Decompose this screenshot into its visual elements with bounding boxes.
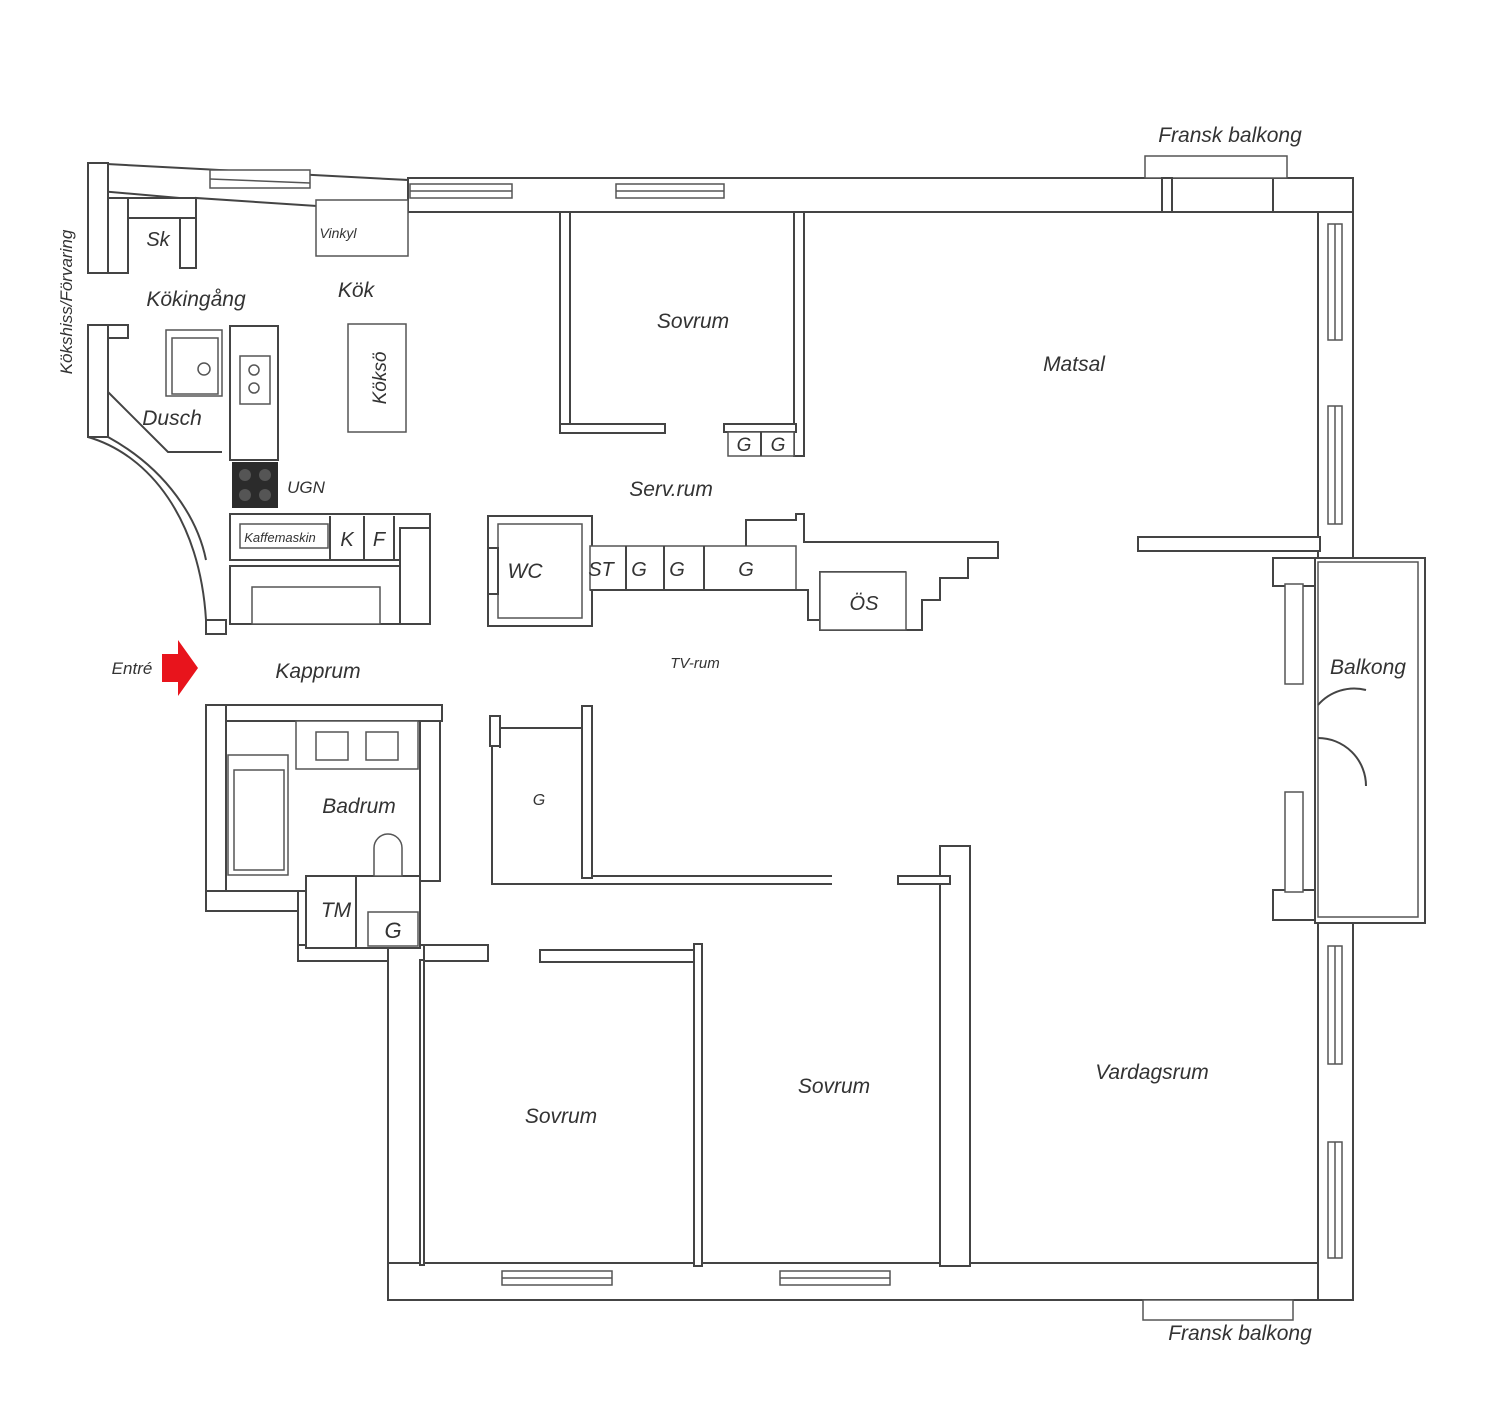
label-fransk-balkong-top: Fransk balkong bbox=[1158, 124, 1302, 147]
label-sovrum-left: Sovrum bbox=[525, 1105, 597, 1128]
label-g-mid-3: G bbox=[738, 559, 754, 581]
room-labels: Fransk balkong Fransk balkong Kökshiss/F… bbox=[57, 124, 1406, 1345]
label-g-bath: G bbox=[384, 918, 401, 943]
label-g-top-1: G bbox=[737, 435, 752, 456]
label-sk: Sk bbox=[146, 229, 170, 251]
label-g-top-2: G bbox=[771, 435, 786, 456]
label-f: F bbox=[373, 529, 387, 551]
interior-walls bbox=[107, 177, 1321, 1267]
stove-icon bbox=[232, 462, 278, 508]
label-servrum: Serv.rum bbox=[629, 478, 713, 501]
label-dusch: Dusch bbox=[142, 407, 202, 430]
label-badrum: Badrum bbox=[322, 795, 396, 818]
label-k: K bbox=[340, 529, 355, 551]
label-balkong: Balkong bbox=[1330, 656, 1406, 679]
label-kapprum: Kapprum bbox=[275, 660, 360, 683]
drain-icon bbox=[197, 362, 211, 376]
label-tm: TM bbox=[321, 899, 352, 922]
label-entre: Entré bbox=[112, 659, 153, 678]
toilet-icon bbox=[373, 833, 403, 877]
label-kokshiss: Kökshiss/Förvaring bbox=[57, 229, 76, 374]
fixtures bbox=[171, 337, 795, 877]
label-kokso: Köksö bbox=[370, 351, 391, 404]
label-tvrum: TV-rum bbox=[670, 655, 719, 672]
label-matsal: Matsal bbox=[1043, 353, 1106, 376]
label-ugn: UGN bbox=[287, 478, 326, 497]
label-kok: Kök bbox=[338, 279, 376, 302]
label-vardagsrum: Vardagsrum bbox=[1095, 1061, 1209, 1084]
windows bbox=[209, 169, 1343, 1286]
label-sovrum-mid: Sovrum bbox=[798, 1075, 870, 1098]
label-vinkyl: Vinkyl bbox=[319, 225, 357, 241]
label-kokingang: Kökingång bbox=[146, 288, 246, 311]
label-wc: WC bbox=[508, 560, 544, 583]
label-fransk-balkong-bottom: Fransk balkong bbox=[1168, 1322, 1312, 1345]
label-kaffemaskin: Kaffemaskin bbox=[244, 530, 316, 545]
balconies bbox=[1142, 155, 1426, 1321]
label-g-mid-1: G bbox=[631, 559, 647, 581]
label-g-closet: G bbox=[533, 792, 545, 809]
label-g-mid-2: G bbox=[669, 559, 685, 581]
label-st: ST bbox=[588, 559, 615, 581]
entrance-arrow-icon bbox=[162, 640, 198, 696]
label-os: ÖS bbox=[850, 593, 880, 615]
label-sovrum-top: Sovrum bbox=[657, 310, 729, 333]
